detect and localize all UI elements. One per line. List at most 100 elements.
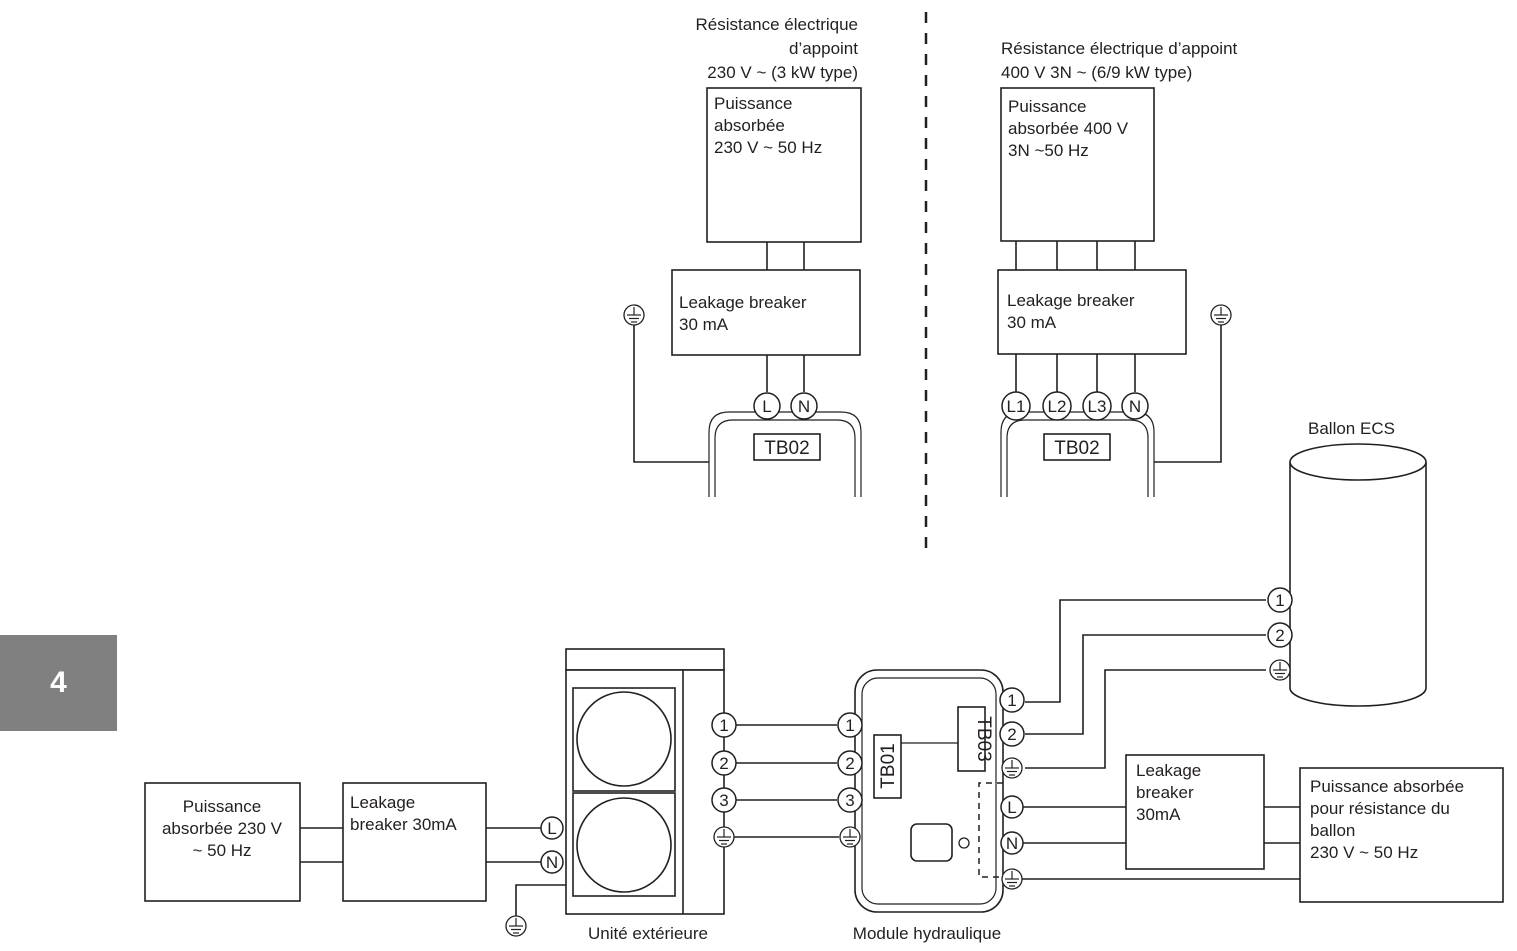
terminal-circle-icon <box>1082 391 1112 421</box>
page-number: 4 <box>50 666 67 699</box>
main-breaker-box <box>342 782 487 902</box>
heater-230-power-2: absorbée <box>714 116 785 135</box>
main-power-3: ~ 50 Hz <box>192 841 251 860</box>
fan-icon <box>576 691 672 787</box>
heater-230-breaker-2: 30 mA <box>679 315 729 334</box>
terminal-circle-icon <box>540 816 564 840</box>
tb03-box <box>957 706 986 772</box>
hydro-term-3: 3 <box>845 791 854 810</box>
outdoor-term-1: 1 <box>719 716 728 735</box>
main-power-box <box>144 782 301 902</box>
tank-power-4: 230 V ~ 50 Hz <box>1310 843 1418 862</box>
outdoor-term-2: 2 <box>719 754 728 773</box>
hydro-module-inner <box>861 677 997 905</box>
heater-400-power-3: 3N ~50 Hz <box>1008 141 1089 160</box>
tank-breaker-box <box>1125 754 1265 870</box>
outdoor-term-3: 3 <box>719 791 728 810</box>
tb01-label: TB01 <box>878 743 899 788</box>
heater-230-title-2: d’appoint <box>789 39 858 58</box>
heater-400-power-1: Puissance <box>1008 97 1086 116</box>
heater-400-term-l3: L3 <box>1088 397 1107 416</box>
heater-400-power-box <box>1000 87 1155 242</box>
terminal-circle-icon <box>540 850 564 874</box>
main-power-2: absorbée 230 V <box>162 819 283 838</box>
tank-top <box>1289 443 1427 481</box>
main-power-1: Puissance <box>183 797 261 816</box>
earth-ground-icon <box>713 826 735 848</box>
outdoor-term-n: N <box>546 853 558 872</box>
heater-400-term-l1: L1 <box>1007 397 1026 416</box>
tb03-label: TB03 <box>973 716 994 761</box>
heater-230-term-n: N <box>798 397 810 416</box>
tank-power-2: pour résistance du <box>1310 799 1450 818</box>
terminal-circle-icon <box>1042 391 1072 421</box>
terminal-circle-icon <box>837 712 863 738</box>
page-number-tab: 4 <box>0 635 117 731</box>
heater-400-breaker-box <box>997 269 1187 355</box>
earth-ground-icon <box>839 826 861 848</box>
terminal-circle-icon <box>999 721 1025 747</box>
tank-term-1: 1 <box>1275 591 1284 610</box>
earth-ground-icon <box>1210 304 1232 326</box>
main-supply-section: Puissance absorbée 230 V ~ 50 Hz Leakage… <box>144 782 566 937</box>
heater-230-breaker-1: Leakage breaker <box>679 293 807 312</box>
outdoor-term-l: L <box>547 819 556 838</box>
heater-400-breaker-2: 30 mA <box>1007 313 1057 332</box>
hydro-module-section: TB01 TB03 Module hydraulique 1 2 3 1 2 L… <box>837 669 1025 943</box>
heater-400-tb02-label: TB02 <box>1054 438 1099 459</box>
heater-230-power-box <box>706 87 862 243</box>
tank-breaker-2: breaker <box>1136 783 1194 802</box>
heater-400-term-n: N <box>1129 397 1141 416</box>
hydro-term-1: 1 <box>845 716 854 735</box>
hydro-module-display <box>910 823 953 862</box>
tank-power-3: ballon <box>1310 821 1355 840</box>
outdoor-unit-label: Unité extérieure <box>588 924 708 943</box>
terminal-circle-icon <box>1267 587 1293 613</box>
terminal-circle-icon <box>999 687 1025 713</box>
heater-400-section: Résistance électrique d’appoint 400 V 3N… <box>997 39 1238 497</box>
heater-230-breaker-box <box>671 269 861 356</box>
earth-ground-icon <box>1001 868 1023 890</box>
heater-230-title-1: Résistance électrique <box>695 15 858 34</box>
terminal-circle-icon <box>837 750 863 776</box>
earth-ground-icon <box>1001 757 1023 779</box>
tank-label: Ballon ECS <box>1308 419 1395 438</box>
heater-400-title-2: 400 V 3N ~ (6/9 kW type) <box>1001 63 1192 82</box>
hydro-term-2: 2 <box>845 754 854 773</box>
earth-ground-icon <box>623 304 645 326</box>
fan-icon <box>576 797 672 893</box>
heater-400-title-1: Résistance électrique d’appoint <box>1001 39 1238 58</box>
earth-ground-icon <box>1269 659 1291 681</box>
heater-230-section: Résistance électrique d’appoint 230 V ~ … <box>623 15 862 497</box>
main-breaker-2: breaker 30mA <box>350 815 457 834</box>
jumper-dashed-line <box>978 782 1003 878</box>
heater-400-tb02-box <box>1043 433 1111 461</box>
heater-400-power-2: absorbée 400 V <box>1008 119 1129 138</box>
terminal-circle-icon <box>753 392 781 420</box>
heater-230-power-1: Puissance <box>714 94 792 113</box>
terminal-circle-icon <box>1001 391 1031 421</box>
terminal-circle-icon <box>1121 392 1149 420</box>
outdoor-unit-top <box>565 648 725 671</box>
heater-230-tb02-box <box>753 433 821 461</box>
heater-230-tb02-label: TB02 <box>764 438 809 459</box>
tank-section: Ballon ECS 1 2 <box>1025 419 1427 769</box>
tank-heater-section: Leakage breaker 30mA Puissance absorbée … <box>1022 754 1504 903</box>
tank-term-2: 2 <box>1275 626 1284 645</box>
tb01-box <box>873 734 902 799</box>
heater-400-term-l2: L2 <box>1048 397 1067 416</box>
hydro-right-term-l: L <box>1007 798 1016 817</box>
heater-230-title-3: 230 V ~ (3 kW type) <box>707 63 858 82</box>
hydro-module-label: Module hydraulique <box>853 924 1001 943</box>
hydro-right-term-1: 1 <box>1007 691 1016 710</box>
tank-breaker-1: Leakage <box>1136 761 1201 780</box>
earth-ground-icon <box>505 915 527 937</box>
tank-power-box <box>1299 767 1504 903</box>
tank-breaker-3: 30mA <box>1136 805 1181 824</box>
outdoor-unit-section: Unité extérieure 1 2 3 <box>565 648 839 943</box>
heater-400-breaker-1: Leakage breaker <box>1007 291 1135 310</box>
main-breaker-1: Leakage <box>350 793 415 812</box>
heater-230-power-3: 230 V ~ 50 Hz <box>714 138 822 157</box>
terminal-circle-icon <box>837 787 863 813</box>
